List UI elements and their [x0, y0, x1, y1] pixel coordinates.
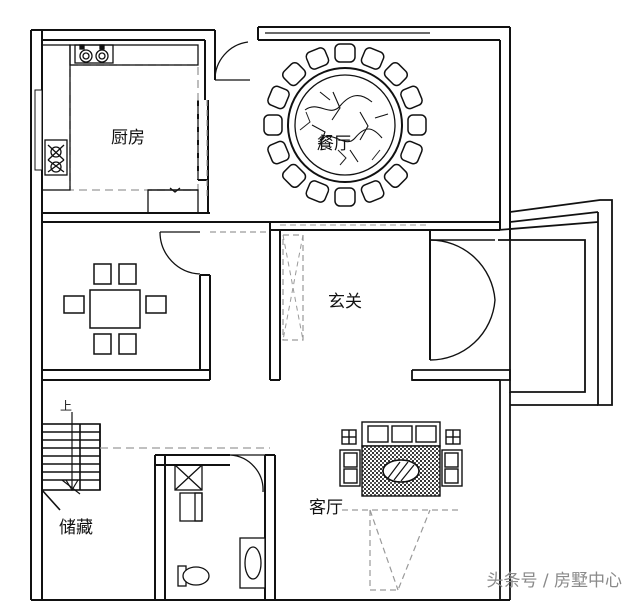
fridge-icon	[147, 187, 199, 214]
kitchen-label: 厨房	[111, 128, 145, 148]
dining-chair	[305, 47, 330, 70]
bathroom	[174, 454, 276, 600]
small-room-door	[159, 231, 201, 275]
dining-chair	[281, 163, 307, 189]
dining-chair	[281, 61, 307, 87]
small-dining-room	[42, 231, 211, 381]
dining-chair	[383, 163, 409, 189]
living-room-label: 客厅	[309, 498, 343, 518]
dining-hall-label: 餐厅	[317, 134, 351, 154]
toilet-icon	[177, 565, 210, 587]
sofa-icon	[341, 421, 461, 447]
bathroom-door	[229, 454, 265, 493]
dining-chairs	[263, 43, 427, 207]
stove-icon	[74, 44, 114, 64]
coffee-table-icon	[382, 459, 420, 483]
foyer-label: 玄关	[328, 292, 362, 312]
foyer: 玄关	[210, 221, 500, 381]
side-sofa-icon	[339, 449, 463, 487]
dining-chair	[334, 43, 356, 63]
dining-chair	[305, 180, 330, 203]
dining-chair	[267, 140, 290, 165]
sink-basin-icon	[239, 537, 266, 589]
storage-room: 上 储藏	[41, 399, 270, 600]
storage-label: 储藏	[59, 518, 93, 538]
dining-chair	[263, 114, 283, 136]
entry-double-door	[429, 239, 496, 361]
tv-view-lines	[369, 509, 431, 591]
dining-chair	[267, 85, 290, 110]
shower-icon	[174, 464, 203, 491]
dining-chair	[360, 180, 385, 203]
rug-icon	[361, 445, 441, 497]
east-porch	[411, 199, 613, 600]
watermark-text: 头条号 / 房墅中心	[486, 571, 622, 591]
dining-chair	[400, 140, 423, 165]
round-table-icon	[287, 67, 403, 183]
stair-up-marker: 上	[60, 399, 72, 413]
washbasin-icon	[179, 492, 203, 522]
dining-chair	[360, 47, 385, 70]
dining-chair	[400, 85, 423, 110]
sink-icon	[44, 139, 68, 176]
dining-hall: 餐厅	[206, 32, 430, 207]
living-room: 客厅	[309, 379, 500, 591]
kitchen-door	[214, 41, 250, 81]
dining-chair	[383, 61, 409, 87]
kitchen-room: 厨房	[34, 41, 250, 223]
stair-arrow-icon	[61, 412, 81, 495]
dining-chair	[407, 114, 427, 136]
dining-chair	[334, 187, 356, 207]
square-table-icon	[63, 263, 167, 355]
